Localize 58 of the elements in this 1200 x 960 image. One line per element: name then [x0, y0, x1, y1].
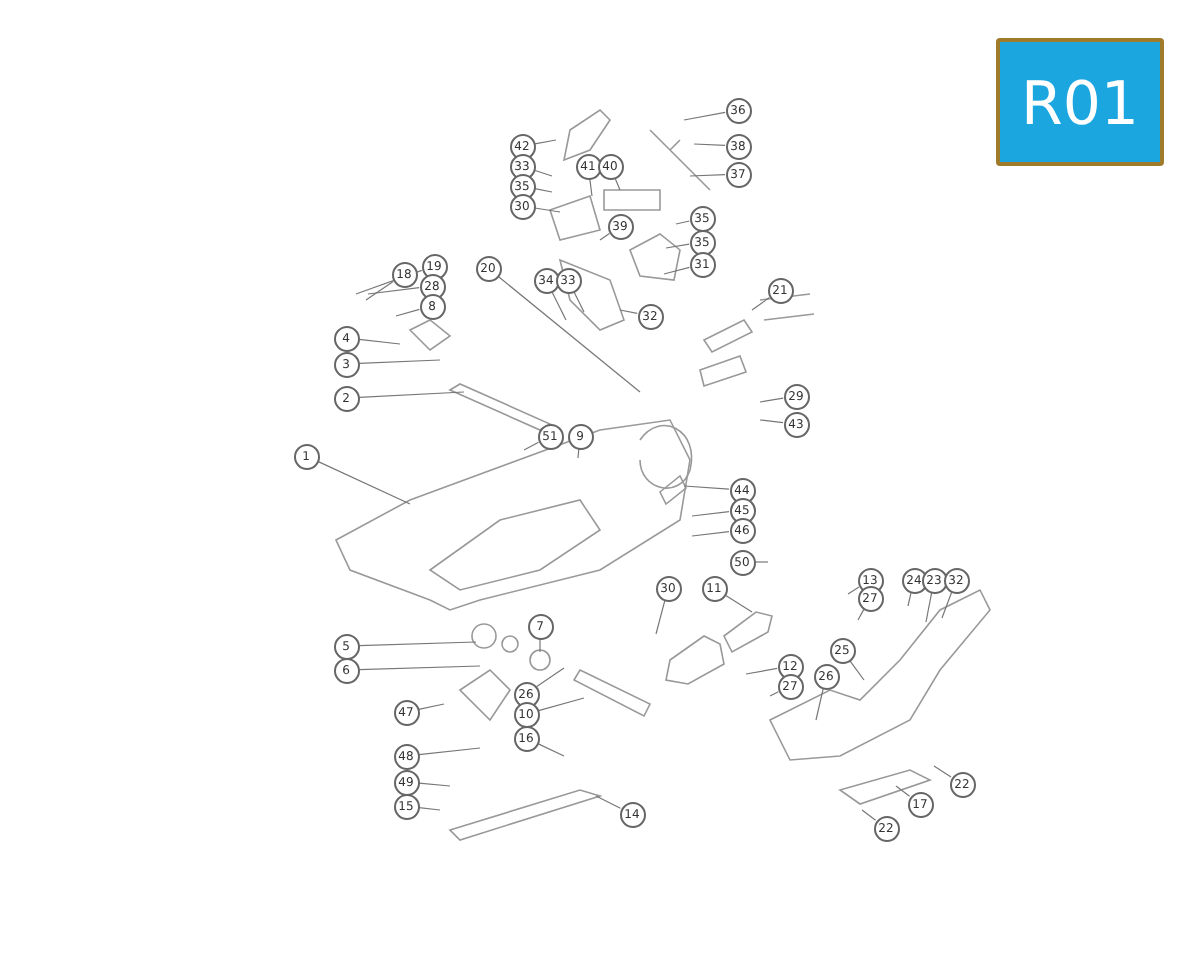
leader-line [538, 697, 585, 712]
leader-line [691, 531, 730, 537]
leader-line [683, 111, 726, 121]
leader-line [418, 807, 441, 811]
leader-line [847, 586, 860, 595]
leader-line [849, 659, 865, 681]
leader-line [418, 782, 451, 787]
leader-line [857, 608, 865, 621]
leader-line [925, 592, 933, 623]
leader-line [751, 297, 770, 311]
leader-line [815, 688, 824, 721]
leader-line [861, 809, 877, 821]
leader-line [589, 178, 593, 197]
leader-line [367, 287, 420, 295]
leader-line [358, 338, 401, 345]
leader-line [358, 665, 481, 671]
leader-line [358, 359, 441, 364]
leader-line [595, 795, 621, 809]
leader-line [895, 785, 911, 797]
leader-line [655, 600, 666, 635]
leader-line [577, 448, 580, 459]
leader-line [358, 641, 477, 647]
leader-line [534, 207, 561, 213]
leader-line [497, 275, 641, 393]
leader-line [675, 220, 690, 225]
leader-line [665, 243, 690, 249]
leader-line [907, 592, 912, 607]
leader-line [365, 280, 394, 301]
leader-line [534, 188, 553, 193]
leader-line [551, 291, 567, 321]
leader-line [769, 691, 779, 697]
leader-line [358, 391, 465, 398]
leader-line [317, 460, 411, 505]
leader-line [933, 765, 952, 778]
leader-line [619, 309, 638, 314]
leader-line [418, 703, 445, 710]
leader-line [536, 667, 565, 688]
leader-line [691, 511, 730, 517]
page-code-badge: R01 [996, 38, 1164, 166]
leader-line [395, 308, 420, 317]
leader-line [599, 232, 610, 241]
leader-line [745, 667, 778, 675]
leader-line [418, 747, 481, 756]
leader-line [663, 266, 690, 275]
leader-line [689, 174, 726, 177]
leader-line [693, 143, 726, 146]
leader-line [759, 419, 784, 424]
leader-line [759, 397, 784, 403]
leader-line [534, 139, 557, 145]
leader-line [523, 441, 540, 451]
leader-line [683, 485, 730, 490]
leader-line [539, 638, 541, 653]
leader-line [573, 291, 585, 313]
leader-line [941, 591, 953, 619]
leader-line [537, 743, 565, 757]
leader-line [724, 594, 753, 613]
leader-line [533, 169, 553, 177]
leader-line [754, 561, 769, 563]
